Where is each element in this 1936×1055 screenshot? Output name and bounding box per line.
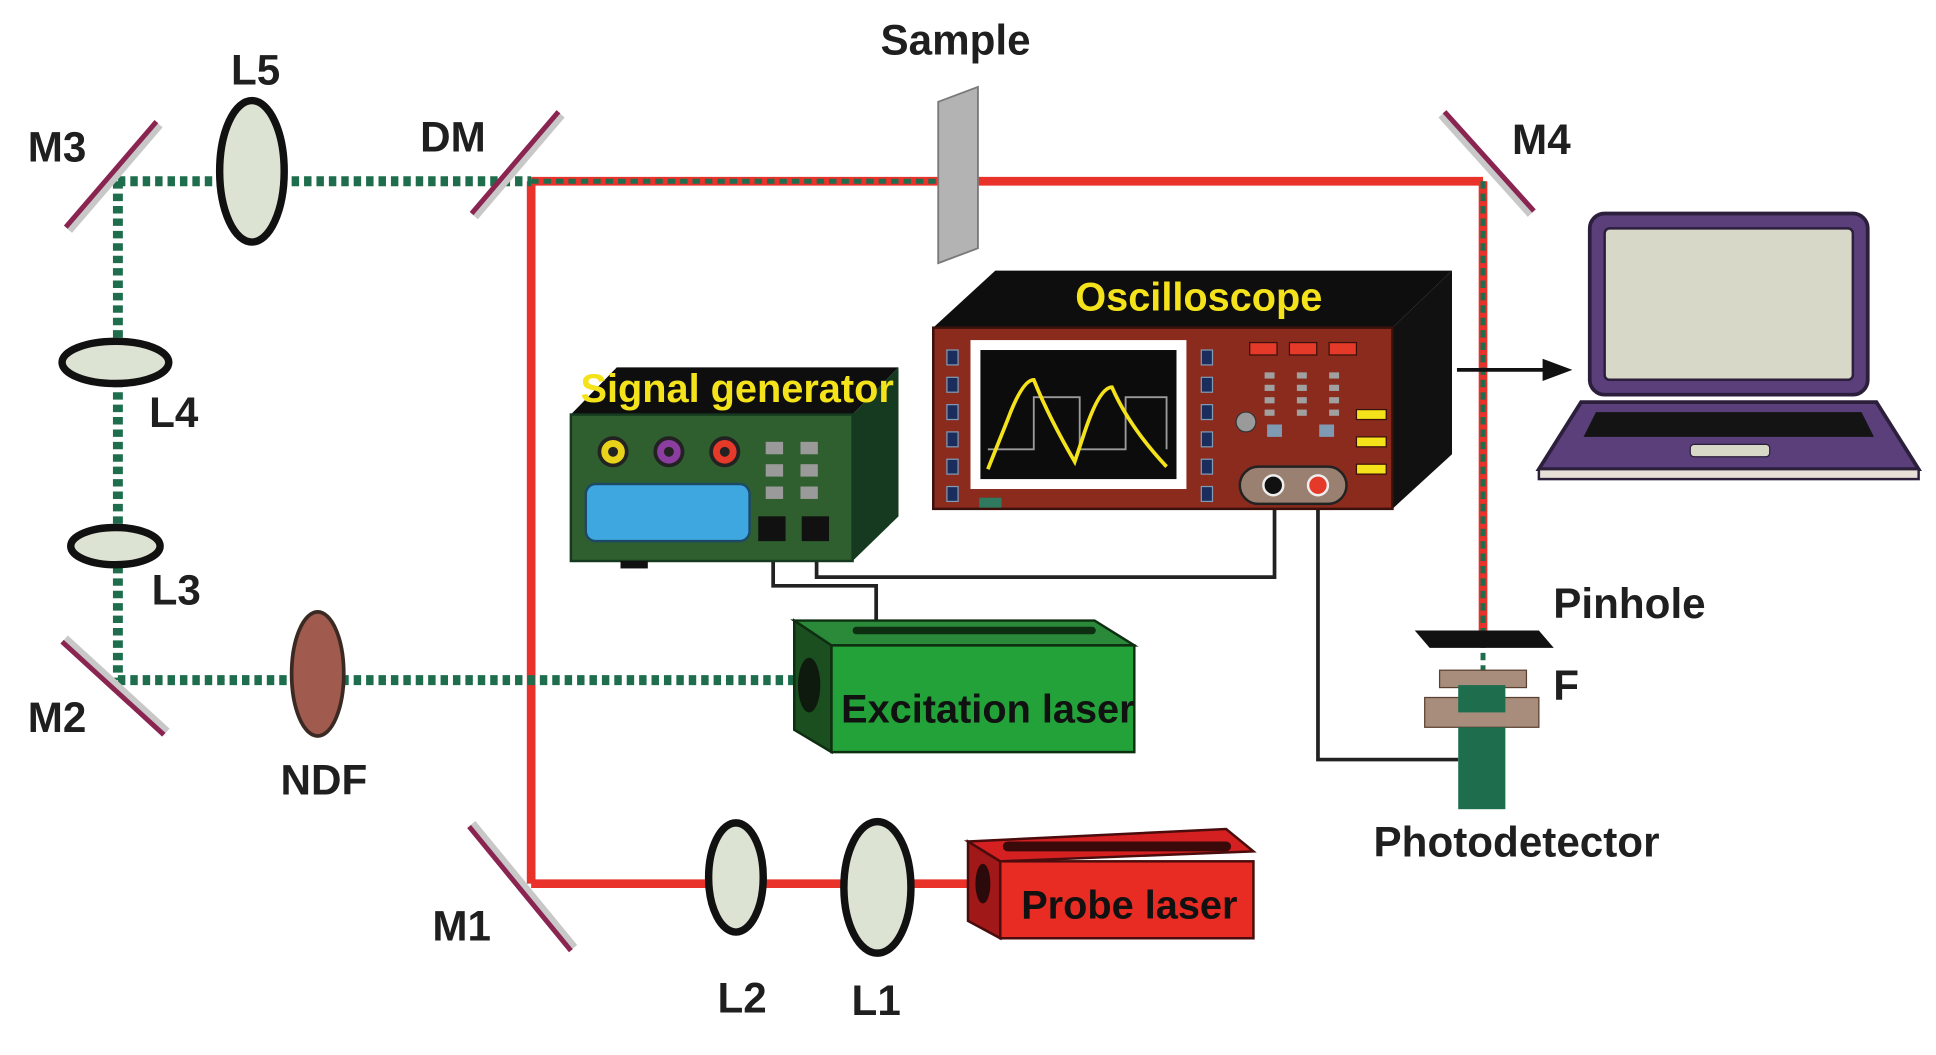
signal-generator: Signal generator <box>569 367 899 569</box>
filter-ndf <box>289 610 346 738</box>
probe-laser-label: Probe laser <box>1021 883 1237 927</box>
lens-l3 <box>67 523 164 569</box>
mirror-dm <box>469 110 565 220</box>
label-m4: M4 <box>1512 116 1571 163</box>
oscilloscope-input-black <box>1262 474 1285 497</box>
component-labels: Sample L5 M3 DM M4 L4 L3 M2 NDF M1 L2 L1… <box>28 17 1706 1025</box>
lens-l4 <box>58 337 173 388</box>
mirror-m3 <box>63 120 163 233</box>
beam-paths <box>112 176 1488 888</box>
label-photodetector: Photodetector <box>1374 818 1660 865</box>
label-pinhole: Pinhole <box>1553 580 1705 627</box>
label-m3: M3 <box>28 123 87 170</box>
label-m2: M2 <box>28 694 87 741</box>
label-dm: DM <box>420 113 486 160</box>
oscilloscope: Oscilloscope <box>932 270 1452 511</box>
oscilloscope-label: Oscilloscope <box>1075 275 1322 319</box>
pinhole <box>1414 630 1554 648</box>
laptop <box>1535 211 1922 481</box>
data-arrow <box>1456 358 1573 382</box>
mirror-m1 <box>467 820 578 953</box>
label-l2: L2 <box>718 975 767 1022</box>
label-l4: L4 <box>149 389 199 436</box>
oscilloscope-left-buttons <box>946 349 959 503</box>
lens-l1 <box>840 817 915 957</box>
label-m1: M1 <box>432 903 491 950</box>
label-l3: L3 <box>152 566 201 613</box>
label-sample: Sample <box>881 17 1031 64</box>
sample-plate <box>937 85 979 265</box>
excitation-laser: Excitation laser <box>790 618 1139 755</box>
photodetector <box>1458 685 1506 810</box>
label-l5: L5 <box>231 46 280 93</box>
label-f: F <box>1553 662 1579 709</box>
signal-generator-label: Signal generator <box>581 367 894 411</box>
oscilloscope-input-red <box>1306 474 1330 497</box>
label-ndf: NDF <box>281 756 368 803</box>
lens-l2 <box>704 819 767 936</box>
cable-scope-to-detector <box>1316 486 1459 762</box>
lens-l5 <box>215 96 288 246</box>
oscilloscope-signal-trace <box>986 377 1168 470</box>
mirror-m2 <box>60 635 170 737</box>
oscilloscope-right-buttons <box>1200 349 1214 503</box>
label-l1: L1 <box>852 977 901 1024</box>
probe-laser: Probe laser <box>963 827 1257 941</box>
oscilloscope-sliders <box>1264 372 1340 416</box>
excitation-laser-label: Excitation laser <box>841 687 1135 731</box>
mirror-m4 <box>1438 110 1536 217</box>
